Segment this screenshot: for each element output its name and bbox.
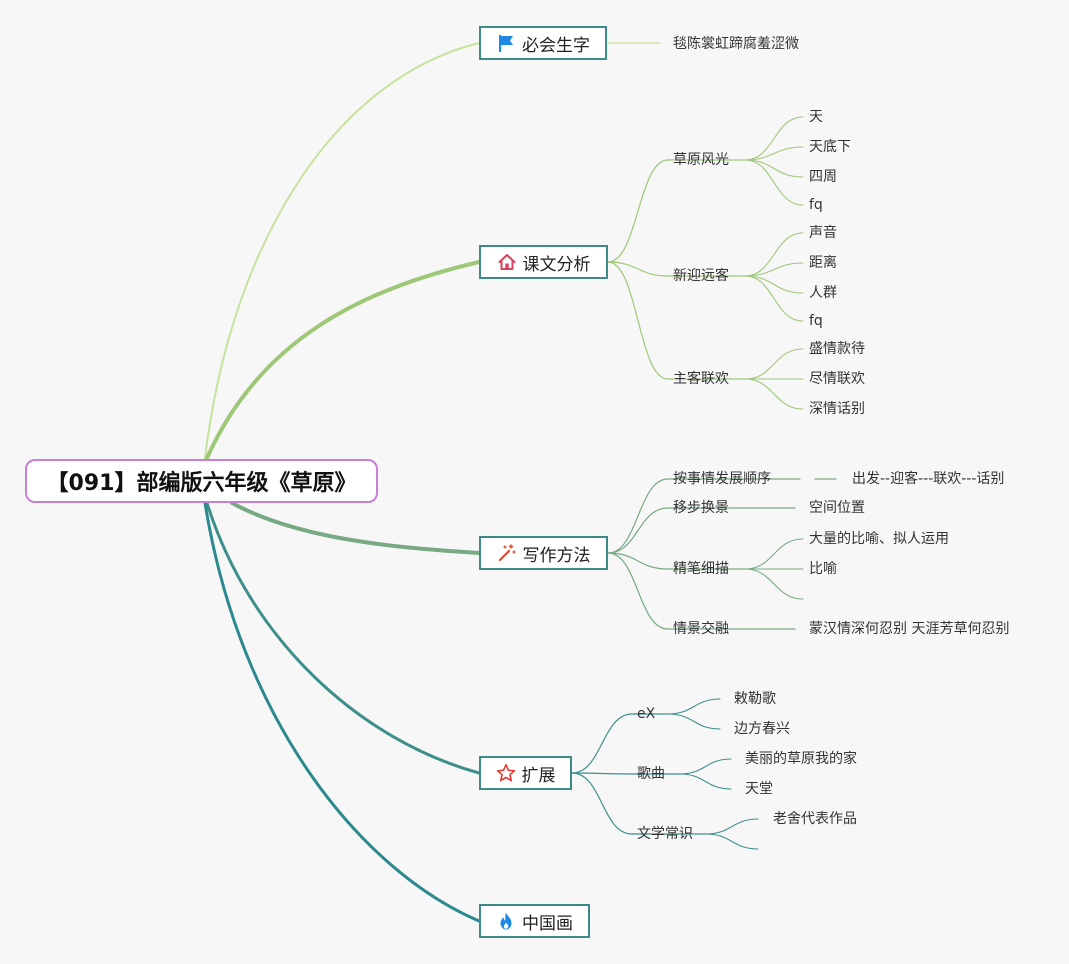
subtopic-wenxue-changshi[interactable]: 文学常识 — [637, 826, 693, 842]
connector-root-kewen — [205, 260, 481, 460]
topic-kewen-fenxi[interactable]: 课文分析 — [479, 245, 608, 279]
leaf-item[interactable]: 蒙汉情深何忍别 天涯芳草何忍别 — [809, 621, 1010, 637]
subtopic-xinying-yuanke[interactable]: 新迎远客 — [673, 268, 729, 284]
topic-label: 写作方法 — [522, 545, 591, 566]
connector-kuozhan-sub-2 — [571, 772, 633, 835]
topic-label: 中国画 — [522, 913, 573, 934]
subtopic-ex[interactable]: eX — [637, 706, 656, 722]
connector-kewen-sub-2 — [607, 261, 669, 380]
connector-kuozhan-sub-0 — [571, 713, 633, 774]
connector-kewen-leaf-2-0 — [744, 348, 804, 380]
connector-kewen-leaf-1-2 — [744, 275, 804, 294]
leaf-item[interactable]: fq — [809, 313, 823, 329]
topic-label: 必会生字 — [522, 35, 590, 56]
leaf-item[interactable]: 老舍代表作品 — [773, 811, 857, 827]
connector-kewen-leaf-1-0 — [744, 232, 804, 277]
connector-xiezuo-leaf-2-2 — [744, 568, 804, 600]
connector-root-bihui — [204, 42, 480, 459]
subtopic-anshiqing[interactable]: 按事情发展顺序 — [673, 471, 771, 487]
connector-kuozhan-leaf-1-1 — [679, 773, 732, 790]
connector-kuozhan-leaf-1-0 — [679, 758, 732, 775]
connector-kewen-leaf-0-1 — [744, 146, 804, 161]
leaf-item[interactable]: 比喻 — [809, 561, 837, 577]
connector-kuozhan-leaf-0-0 — [667, 698, 721, 715]
leaf-item[interactable]: 深情话别 — [809, 401, 865, 417]
leaf-item[interactable]: 敕勒歌 — [734, 691, 776, 707]
star-icon — [496, 764, 515, 782]
subtopic-yibu-huanjing[interactable]: 移步换景 — [673, 500, 729, 516]
leaf-item[interactable]: 大量的比喻、拟人运用 — [809, 531, 949, 547]
leaf-item[interactable]: fq — [809, 197, 823, 213]
subtopic-jingbi-ximiao[interactable]: 精笔细描 — [673, 561, 729, 577]
root-topic[interactable]: 【091】部编版六年级《草原》 — [25, 459, 378, 503]
leaf-shengzi[interactable]: 毯陈裳虹蹄腐羞涩微 — [673, 36, 799, 52]
connector-kewen-leaf-1-1 — [744, 262, 804, 277]
fire-icon — [500, 912, 512, 930]
connector-kewen-leaf-2-2 — [744, 378, 804, 410]
leaf-item[interactable]: 四周 — [809, 169, 837, 185]
leaf-item[interactable]: 天堂 — [745, 781, 773, 797]
connector-root-kuozhan — [205, 501, 481, 775]
leaf-item[interactable]: 空间位置 — [809, 500, 865, 516]
leaf-item[interactable]: 美丽的草原我的家 — [745, 751, 857, 767]
leaf-item[interactable]: 尽情联欢 — [809, 371, 865, 387]
subtopic-qingjing-jiaorong[interactable]: 情景交融 — [673, 621, 729, 637]
topic-kuozhan[interactable]: 扩展 — [479, 756, 572, 790]
flag-icon — [499, 35, 513, 52]
house-icon — [498, 254, 515, 270]
connector-kewen-sub-0 — [607, 159, 669, 263]
subtopic-gequ[interactable]: 歌曲 — [637, 766, 665, 782]
magic-wand-icon — [498, 544, 516, 562]
connector-xiezuo-sub-2 — [607, 552, 669, 570]
connector-xiezuo-sub-0 — [607, 478, 669, 554]
connector-kuozhan-sub-1 — [571, 772, 633, 775]
root-title: 【091】部编版六年级《草原》 — [46, 471, 357, 496]
connector-kewen-leaf-0-2 — [744, 159, 804, 178]
connector-kuozhan-leaf-2-1 — [705, 833, 759, 850]
connector-kewen-sub-1 — [607, 261, 669, 277]
connector-kewen-leaf-0-0 — [744, 116, 804, 161]
topic-label: 课文分析 — [522, 254, 591, 275]
connector-kewen-leaf-0-3 — [744, 159, 804, 206]
topic-xiezuo-fangfa[interactable]: 写作方法 — [479, 536, 608, 570]
topic-label: 扩展 — [521, 765, 556, 786]
subtopic-zhuke-lianhuan[interactable]: 主客联欢 — [673, 371, 729, 387]
leaf-item[interactable]: 天底下 — [809, 139, 851, 155]
leaf-item[interactable]: 距离 — [809, 255, 837, 271]
connector-kewen-leaf-1-3 — [744, 275, 804, 322]
connector-kuozhan-leaf-2-0 — [705, 818, 759, 835]
leaf-item[interactable]: 人群 — [809, 285, 837, 301]
subtopic-caoyuan-fengguang[interactable]: 草原风光 — [673, 152, 729, 168]
topic-zhongguohua[interactable]: 中国画 — [479, 904, 590, 938]
connector-kuozhan-leaf-0-1 — [667, 713, 721, 730]
leaf-item[interactable]: 盛情款待 — [809, 341, 865, 357]
leaf-item[interactable]: 声音 — [809, 225, 837, 241]
connector-xiezuo-leaf-2-0 — [744, 538, 804, 570]
connector-xiezuo-sub-1 — [607, 507, 669, 554]
connector-root-zhongguohua — [203, 501, 481, 923]
topic-bihui-shengzi[interactable]: 必会生字 — [479, 26, 607, 60]
leaf-item[interactable]: 出发--迎客---联欢---话别 — [852, 471, 1005, 487]
leaf-item[interactable]: 天 — [809, 109, 823, 125]
connector-xiezuo-sub-3 — [607, 552, 669, 630]
connector-root-xiezuo — [230, 501, 481, 555]
leaf-item[interactable]: 边方春兴 — [734, 721, 790, 737]
